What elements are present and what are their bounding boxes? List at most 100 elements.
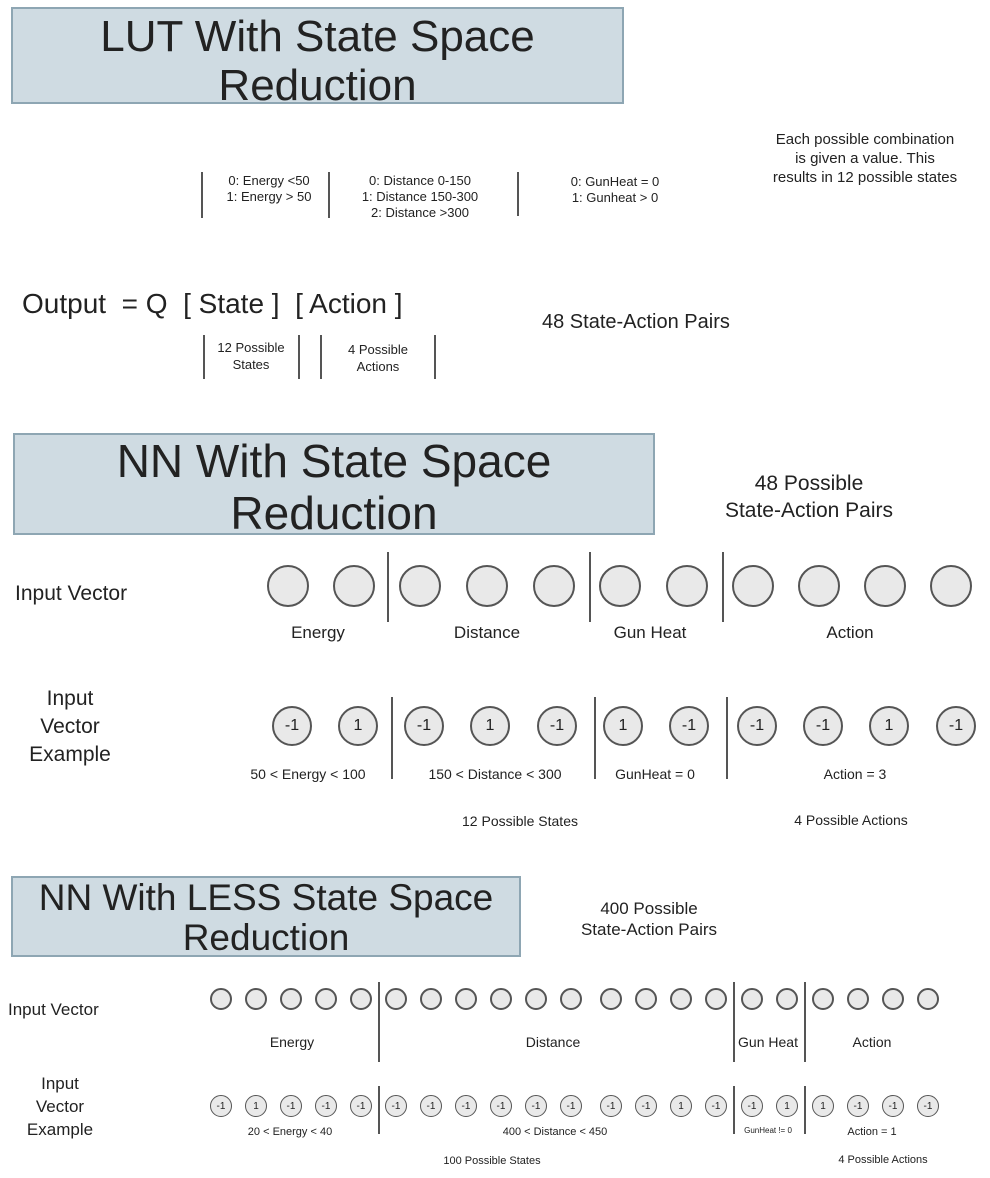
nn1-condition-action: Action = 3	[823, 766, 887, 782]
nn2-example-value: -1	[350, 1095, 372, 1117]
nn2-example-value: -1	[635, 1095, 657, 1117]
nn2-example-line-1: Vector	[35, 1097, 85, 1116]
nn1-example-divider	[594, 697, 596, 779]
nn2-states-label: 100 Possible States	[443, 1155, 541, 1167]
nn2-example-value: -1	[741, 1095, 763, 1117]
nn2-example-value: -1	[882, 1095, 904, 1117]
nn2-example-value: -1	[385, 1095, 407, 1117]
nn2-title-box: NN With LESS State Space Reduction	[11, 876, 521, 957]
nn1-group-label-action: Action	[826, 623, 874, 642]
lut-action-line-0: 4 Possible	[348, 342, 408, 357]
lut-divider-1	[201, 172, 203, 218]
lut-state-line-0: 12 Possible	[217, 340, 285, 355]
lut-pairs: 48 State-Action Pairs	[542, 311, 730, 333]
nn1-example-label: Input Vector Example	[20, 685, 120, 769]
nn2-input-node	[280, 988, 302, 1010]
nn1-example-value: -1	[537, 706, 577, 746]
nn2-example-value: 1	[245, 1095, 267, 1117]
nn1-group-label-gunheat: Gun Heat	[613, 623, 687, 642]
nn2-input-node	[635, 988, 657, 1010]
lut-title-line2: Reduction	[218, 61, 417, 111]
nn1-group-divider	[387, 552, 389, 622]
nn2-example-line-2: Example	[26, 1120, 94, 1139]
nn2-group-label-action: Action	[852, 1034, 892, 1050]
nn2-example-value: -1	[210, 1095, 232, 1117]
nn2-input-node	[882, 988, 904, 1010]
nn2-group-divider	[804, 982, 806, 1062]
nn1-title-box: NN With State Space Reduction	[13, 433, 655, 538]
nn1-group-label-energy: Energy	[291, 623, 345, 642]
nn2-example-value: -1	[600, 1095, 622, 1117]
nn1-pairs-line-0: 48 Possible	[754, 472, 864, 495]
lut-gunheat-line-1: 1: Gunheat > 0	[571, 190, 659, 205]
nn2-input-node	[455, 988, 477, 1010]
nn2-example-value: -1	[560, 1095, 582, 1117]
nn2-group-label-energy: Energy	[269, 1034, 315, 1050]
nn1-condition-distance: 150 < Distance < 300	[428, 766, 562, 782]
nn1-actions-label: 4 Possible Actions	[794, 812, 908, 828]
nn1-input-node	[798, 565, 840, 607]
nn2-input-vector-label: Input Vector	[8, 1000, 99, 1019]
nn1-condition-gunheat: GunHeat = 0	[615, 766, 695, 782]
nn1-title-line1: NN With State Space	[116, 435, 552, 487]
nn1-group-divider	[722, 552, 724, 622]
nn2-example-value: 1	[776, 1095, 798, 1117]
nn1-example-value: -1	[404, 706, 444, 746]
nn1-example-value: -1	[803, 706, 843, 746]
nn2-example-line-0: Input	[41, 1074, 79, 1093]
nn1-input-node	[599, 565, 641, 607]
lut-energy-line-0: 0: Energy <50	[228, 173, 310, 188]
lut-energy-line-1: 1: Energy > 50	[226, 189, 312, 204]
nn1-condition-energy: 50 < Energy < 100	[250, 766, 366, 782]
nn1-input-node	[533, 565, 575, 607]
lut-note-line-1: is given a value. This	[795, 150, 935, 167]
nn2-input-node	[670, 988, 692, 1010]
nn2-input-node	[741, 988, 763, 1010]
nn1-input-node	[732, 565, 774, 607]
lut-action-line-1: Actions	[356, 359, 400, 374]
lut-divider-2	[328, 172, 330, 218]
nn1-example-value: -1	[936, 706, 976, 746]
lut-title-box: LUT With State Space Reduction	[11, 7, 624, 110]
nn2-example-value: 1	[812, 1095, 834, 1117]
nn2-example-value: -1	[280, 1095, 302, 1117]
nn1-pairs-line-1: State-Action Pairs	[724, 499, 894, 522]
nn1-states-label: 12 Possible States	[462, 813, 578, 829]
nn2-example-value: -1	[847, 1095, 869, 1117]
lut-note-line-2: results in 12 possible states	[772, 169, 958, 186]
nn1-input-node	[267, 565, 309, 607]
nn1-example-value: -1	[737, 706, 777, 746]
lut-action-divider-left	[320, 335, 322, 379]
lut-state-divider-left	[203, 335, 205, 379]
nn1-example-value: 1	[470, 706, 510, 746]
nn1-input-node	[333, 565, 375, 607]
lut-energy-values: 0: Energy <50 1: Energy > 50	[210, 173, 328, 205]
nn1-example-value: 1	[338, 706, 378, 746]
nn2-input-node	[490, 988, 512, 1010]
nn2-group-divider	[378, 982, 380, 1062]
nn1-input-vector-label: Input Vector	[15, 582, 128, 605]
nn2-input-node	[917, 988, 939, 1010]
nn2-example-value: -1	[420, 1095, 442, 1117]
nn1-example-line-2: Example	[29, 743, 111, 766]
nn1-example-line-0: Input	[46, 687, 94, 710]
lut-action-divider-right	[434, 335, 436, 379]
nn2-input-node	[705, 988, 727, 1010]
nn2-input-node	[560, 988, 582, 1010]
nn1-input-node	[930, 565, 972, 607]
nn1-group-label-distance: Distance	[453, 623, 521, 642]
nn2-input-node	[245, 988, 267, 1010]
lut-gunheat-values: 0: GunHeat = 0 1: Gunheat > 0	[545, 174, 685, 206]
nn1-group-divider	[589, 552, 591, 622]
nn2-condition-distance: 400 < Distance < 450	[502, 1126, 608, 1138]
nn2-input-node	[847, 988, 869, 1010]
nn1-example-value: 1	[603, 706, 643, 746]
lut-distance-values: 0: Distance 0-150 1: Distance 150-300 2:…	[340, 173, 500, 221]
nn2-example-value: -1	[525, 1095, 547, 1117]
nn2-group-label-distance: Distance	[525, 1034, 581, 1050]
nn2-pairs: 400 Possible State-Action Pairs	[560, 898, 738, 940]
nn2-pairs-line-0: 400 Possible	[600, 899, 698, 918]
nn1-title-line2: Reduction	[230, 486, 438, 539]
nn2-example-value: -1	[315, 1095, 337, 1117]
nn1-pairs: 48 Possible State-Action Pairs	[700, 470, 918, 524]
